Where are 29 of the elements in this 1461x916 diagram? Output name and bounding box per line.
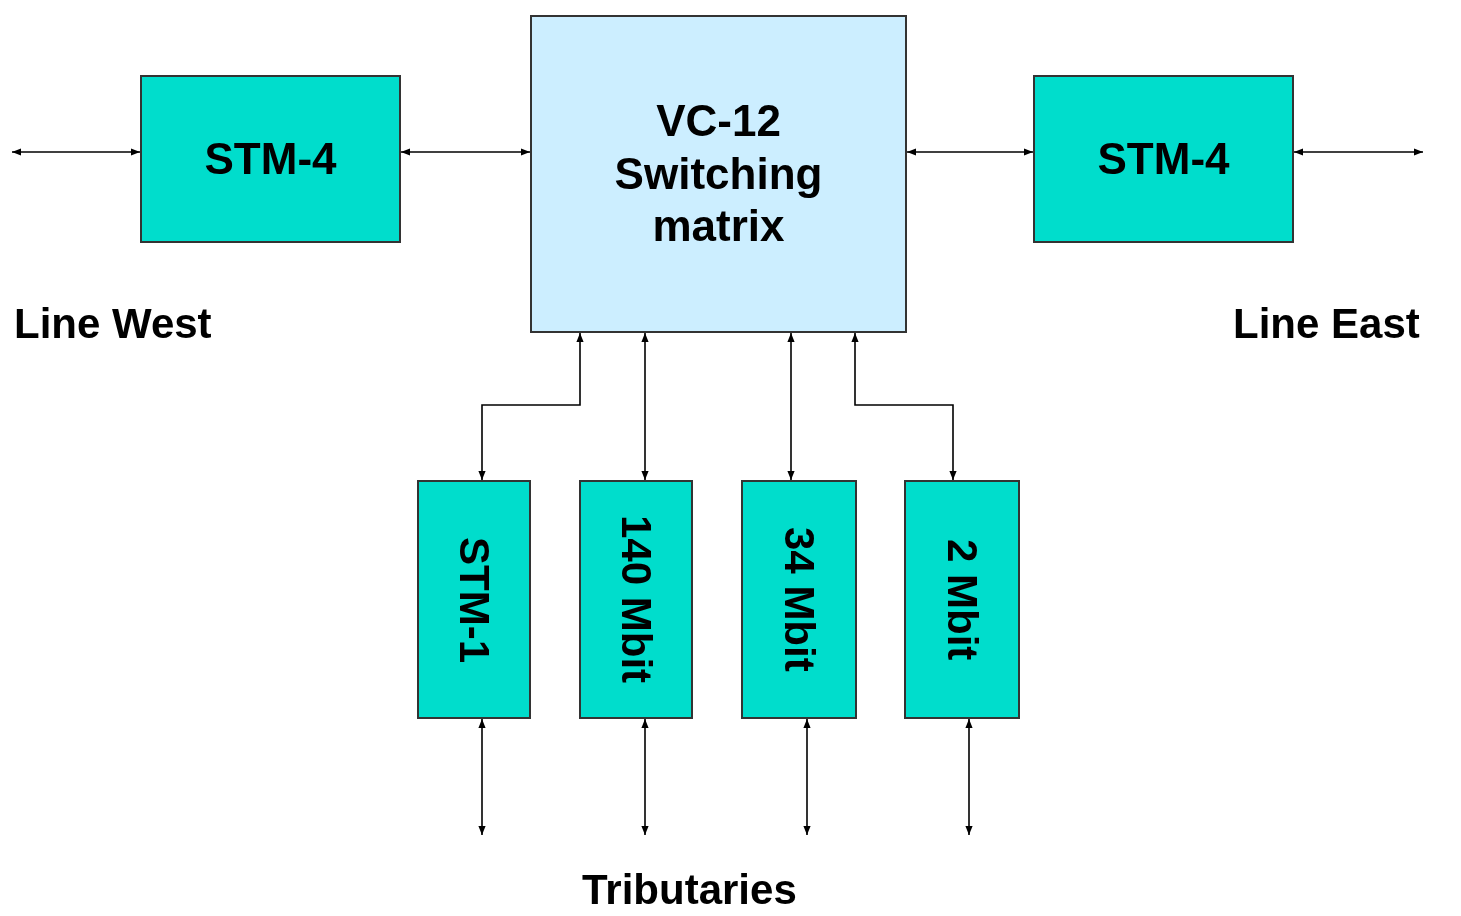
module-box — [140, 75, 401, 243]
double-arrow — [906, 148, 1034, 156]
box-label: STM-4 — [204, 132, 337, 185]
double-arrow — [400, 148, 531, 156]
box-label: 34 Mbit — [775, 527, 825, 672]
module-box — [417, 480, 531, 719]
box-label: VC-12 Switching matrix — [613, 94, 824, 253]
module-box — [579, 480, 693, 719]
double-arrow — [11, 148, 141, 156]
module-box — [1033, 75, 1294, 243]
double-arrow — [641, 718, 649, 836]
matrix-box — [530, 15, 907, 333]
section-label: Line East — [1233, 300, 1420, 348]
module-box — [741, 480, 857, 719]
double-arrow — [478, 332, 584, 481]
double-arrow — [851, 332, 957, 481]
section-label: Tributaries — [582, 866, 797, 914]
box-label: 2 Mbit — [938, 538, 988, 661]
double-arrow — [803, 718, 811, 836]
section-label: Line West — [14, 300, 212, 348]
double-arrow — [787, 332, 795, 481]
box-label: 140 Mbit — [612, 515, 662, 684]
double-arrow — [478, 718, 486, 836]
double-arrow — [965, 718, 973, 836]
double-arrow — [641, 332, 649, 481]
double-arrow — [1293, 148, 1424, 156]
box-label: STM-1 — [450, 536, 500, 663]
module-box — [904, 480, 1020, 719]
box-label: STM-4 — [1097, 132, 1230, 185]
